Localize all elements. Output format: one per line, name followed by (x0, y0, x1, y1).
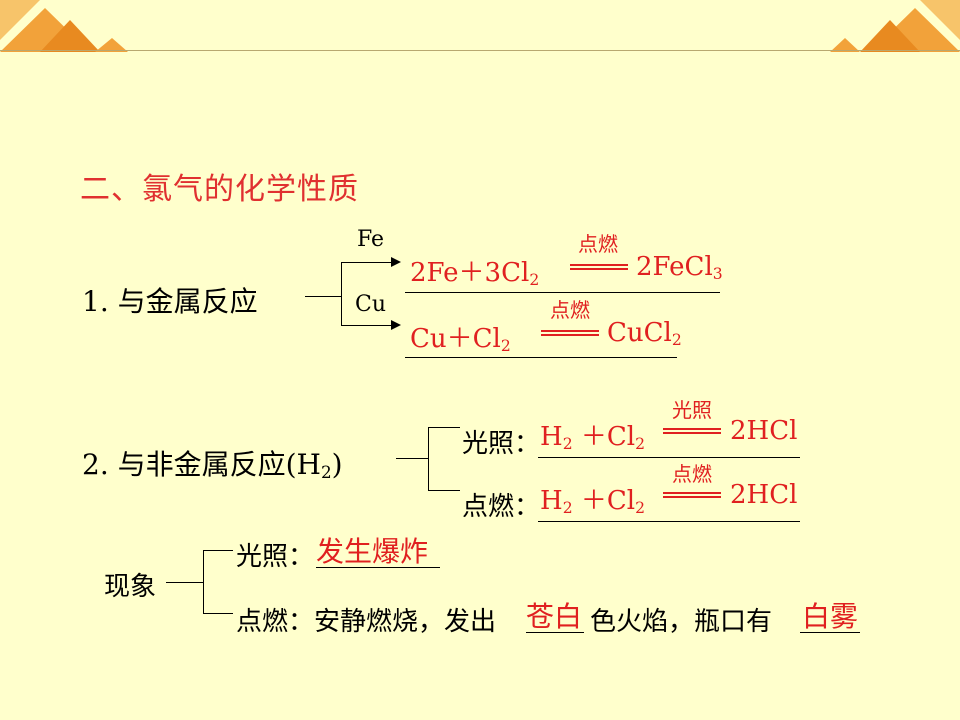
h2-ignite-lhs: H2 ＋Cl2 (540, 486, 646, 517)
cu-branch-label: Cu (355, 292, 387, 317)
section2-stem (396, 458, 428, 459)
ignite-answer2-underline (800, 632, 860, 633)
cu-equation-lhs: Cu＋Cl2 (410, 324, 511, 355)
h2-ignite-underline (538, 521, 800, 522)
cu-branch-line (341, 325, 393, 326)
phenomena-ignite-text2: 色火焰，瓶口有 (590, 607, 773, 637)
h2-ignite-rhs: 2HCl (730, 480, 798, 510)
fe-answer-underline (405, 292, 720, 293)
fe-branch-line (341, 262, 393, 263)
ignite-branch-line (428, 490, 460, 491)
section1-stem (305, 296, 342, 297)
cu-equals-sign (541, 330, 599, 336)
ignite-label: 点燃： (462, 492, 541, 522)
h2-light-condition: 光照 (672, 398, 712, 422)
fe-arrowhead (391, 257, 401, 267)
cu-condition: 点燃 (550, 298, 590, 322)
phenomena-light-branch (203, 550, 233, 551)
fe-equals-sign (570, 264, 628, 270)
ignite-answer1-underline (526, 632, 584, 633)
phenomena-label: 现象 (104, 572, 157, 602)
phenomena-ignite-text1: 点燃：安静燃烧，发出 (236, 607, 497, 637)
phenomena-light-label: 光照： (236, 542, 315, 572)
cu-answer-underline (405, 357, 677, 358)
light-branch-line (428, 427, 460, 428)
header-line (0, 50, 960, 51)
fe-equation-lhs: 2Fe＋3Cl2 (410, 258, 540, 289)
section1-bracket (341, 262, 342, 326)
ignite-answer1: 苍白 (526, 600, 583, 633)
top-left-banner (0, 0, 128, 52)
h2-light-underline (538, 457, 800, 458)
phenomena-stem (166, 582, 204, 583)
fe-branch-label: Fe (357, 227, 385, 252)
slide-title: 二、氯气的化学性质 (80, 172, 359, 207)
h2-light-lhs: H2 ＋Cl2 (540, 422, 646, 453)
section1-label: 1. 与金属反应 (82, 285, 258, 318)
light-answer-underline (316, 567, 440, 568)
fe-condition: 点燃 (578, 232, 618, 256)
section2-bracket (428, 427, 429, 491)
light-answer: 发生爆炸 (316, 535, 429, 568)
phenomena-ignite-branch (203, 613, 233, 614)
ignite-answer2: 白雾 (802, 600, 859, 633)
cu-equation-rhs: CuCl2 (607, 318, 682, 349)
h2-light-rhs: 2HCl (730, 416, 798, 446)
light-label: 光照： (462, 429, 541, 459)
fe-equation-rhs: 2FeCl3 (636, 252, 723, 283)
top-right-banner (830, 0, 960, 52)
cu-arrowhead (391, 320, 401, 330)
h2-light-equals-sign (663, 428, 721, 434)
phenomena-bracket (203, 550, 204, 614)
section2-label: 2. 与非金属反应(H2) (82, 448, 343, 483)
h2-ignite-condition: 点燃 (672, 462, 712, 486)
h2-ignite-equals-sign (663, 492, 721, 498)
